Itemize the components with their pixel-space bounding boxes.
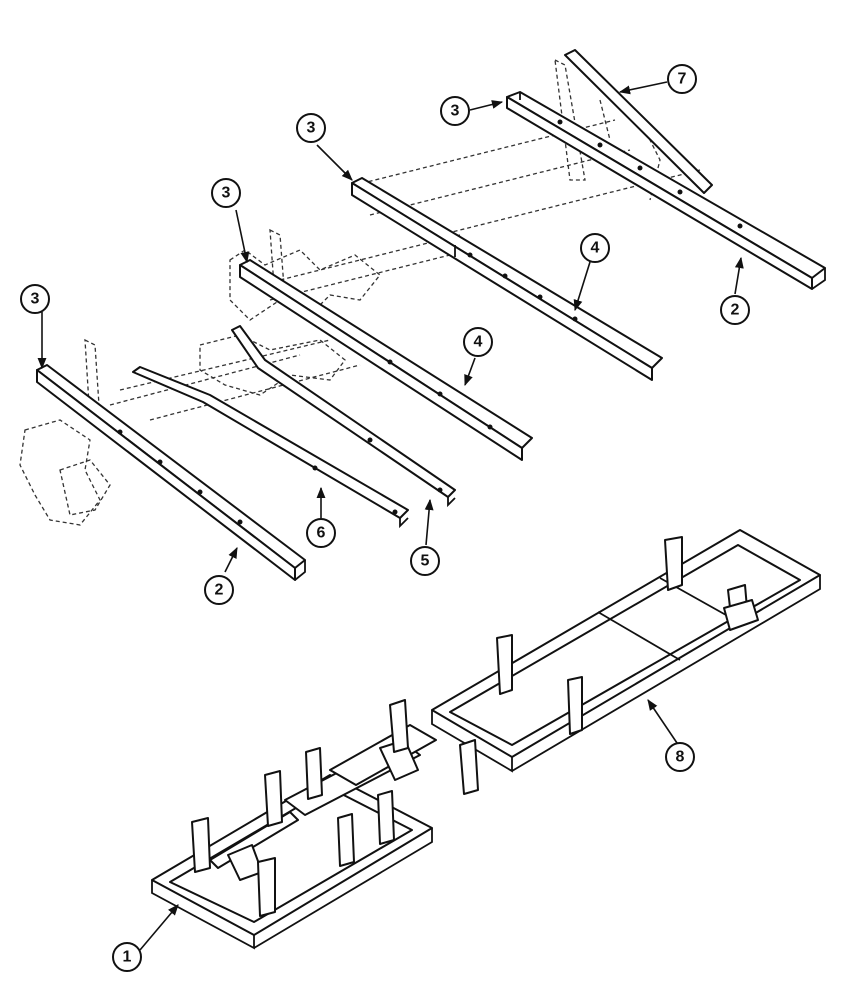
callout-7: 7 [667,64,697,94]
callout-7-label: 7 [678,71,687,88]
callout-8-label: 8 [676,749,685,766]
phantom-frame-outlines [19,58,701,526]
callout-4-right: 4 [580,233,610,263]
callout-8: 8 [665,742,695,772]
callout-2-upper-label: 2 [731,302,740,319]
callout-6: 6 [306,518,336,548]
callout-3-left-label: 3 [31,291,40,308]
callout-3-middle-lower: 3 [211,178,241,208]
part-8-main-frame [431,529,821,773]
callout-4-left-label: 4 [474,334,483,351]
callout-6-label: 6 [317,525,326,542]
callout-4-right-label: 4 [591,240,600,257]
leader-lines [37,81,744,951]
callout-3-left: 3 [20,284,50,314]
part-5-bent-bar [231,325,456,508]
part-4-lower-channel [239,259,533,461]
callout-3-right-label: 3 [451,103,460,120]
callout-2-lower-label: 2 [215,582,224,599]
part-2-upper-channel-rail [506,91,826,290]
part-4-upper-channel [351,177,663,381]
part-7-diagonal-brace [564,49,713,194]
callout-1-label: 1 [123,949,132,966]
callout-2-upper: 2 [720,295,750,325]
callout-3-middle-upper-label: 3 [307,120,316,137]
callout-5: 5 [410,546,440,576]
part-2-lower-channel-rail [36,364,306,581]
callout-3-middle-upper: 3 [296,113,326,143]
callout-1: 1 [112,942,142,972]
callout-2-lower: 2 [204,575,234,605]
callout-5-label: 5 [421,553,430,570]
part-6-bent-bar [132,366,409,529]
callout-3-middle-lower-label: 3 [222,185,231,202]
callout-3-right: 3 [440,96,470,126]
part-1-front-frame [151,699,479,950]
callout-4-left: 4 [463,327,493,357]
